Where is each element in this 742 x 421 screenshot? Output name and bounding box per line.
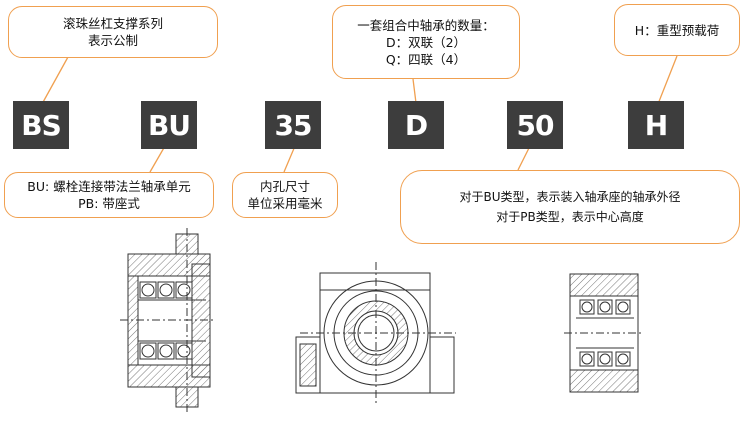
bearing-rows-upper: [139, 281, 193, 299]
leader-outer: [517, 145, 531, 171]
drawing-bearing-section: [564, 273, 644, 393]
leader-quantity: [412, 78, 417, 104]
leader-bore: [283, 145, 296, 173]
callout-outer: 对于BU类型，表示装入轴承座的轴承外径 对于PB类型，表示中心高度: [400, 170, 740, 244]
callout-series-line2: 表示公制: [87, 33, 138, 48]
leader-type: [149, 145, 166, 173]
callout-type-line1: BU: 螺栓连接带法兰轴承单元: [27, 179, 191, 194]
callout-quantity-line3: Q：四联（4）: [385, 51, 467, 67]
leader-lines: [41, 55, 678, 173]
callout-type-line2: PB: 带座式: [78, 196, 140, 211]
leader-series: [41, 56, 69, 105]
drawing-bu-section: [120, 228, 216, 412]
code-box-bu: BU: [141, 101, 197, 149]
callout-type: BU: 螺栓连接带法兰轴承单元 PB: 带座式: [4, 172, 214, 218]
code-box-d: D: [388, 101, 444, 149]
callout-load: H：重型预载荷: [614, 4, 740, 56]
bearing-rows-lower: [139, 342, 193, 360]
callout-quantity: 一套组合中轴承的数量： D：双联（2） Q：四联（4）: [332, 5, 520, 79]
callout-outer-line2: 对于PB类型，表示中心高度: [496, 210, 644, 224]
callout-quantity-line2: D：双联（2）: [385, 34, 467, 50]
callout-outer-line1: 对于BU类型，表示装入轴承座的轴承外径: [459, 190, 681, 204]
callout-bore: 内孔尺寸 单位采用毫米: [232, 172, 338, 218]
code-box-h: H: [628, 101, 684, 149]
code-box-35: 35: [265, 101, 321, 149]
callout-quantity-line1: 一套组合中轴承的数量：: [357, 17, 495, 33]
code-box-50: 50: [507, 101, 563, 149]
drawing-pb-front: [295, 262, 456, 406]
callout-series-line1: 滚珠丝杠支撑系列: [62, 16, 163, 31]
callout-load-line1: H：重型预载荷: [634, 22, 720, 38]
callout-series: 滚珠丝杠支撑系列 表示公制: [8, 6, 218, 58]
callout-bore-line1: 内孔尺寸: [259, 179, 310, 194]
code-box-bs: BS: [13, 101, 69, 149]
leader-load: [657, 55, 678, 105]
callout-bore-line2: 单位采用毫米: [247, 196, 323, 211]
